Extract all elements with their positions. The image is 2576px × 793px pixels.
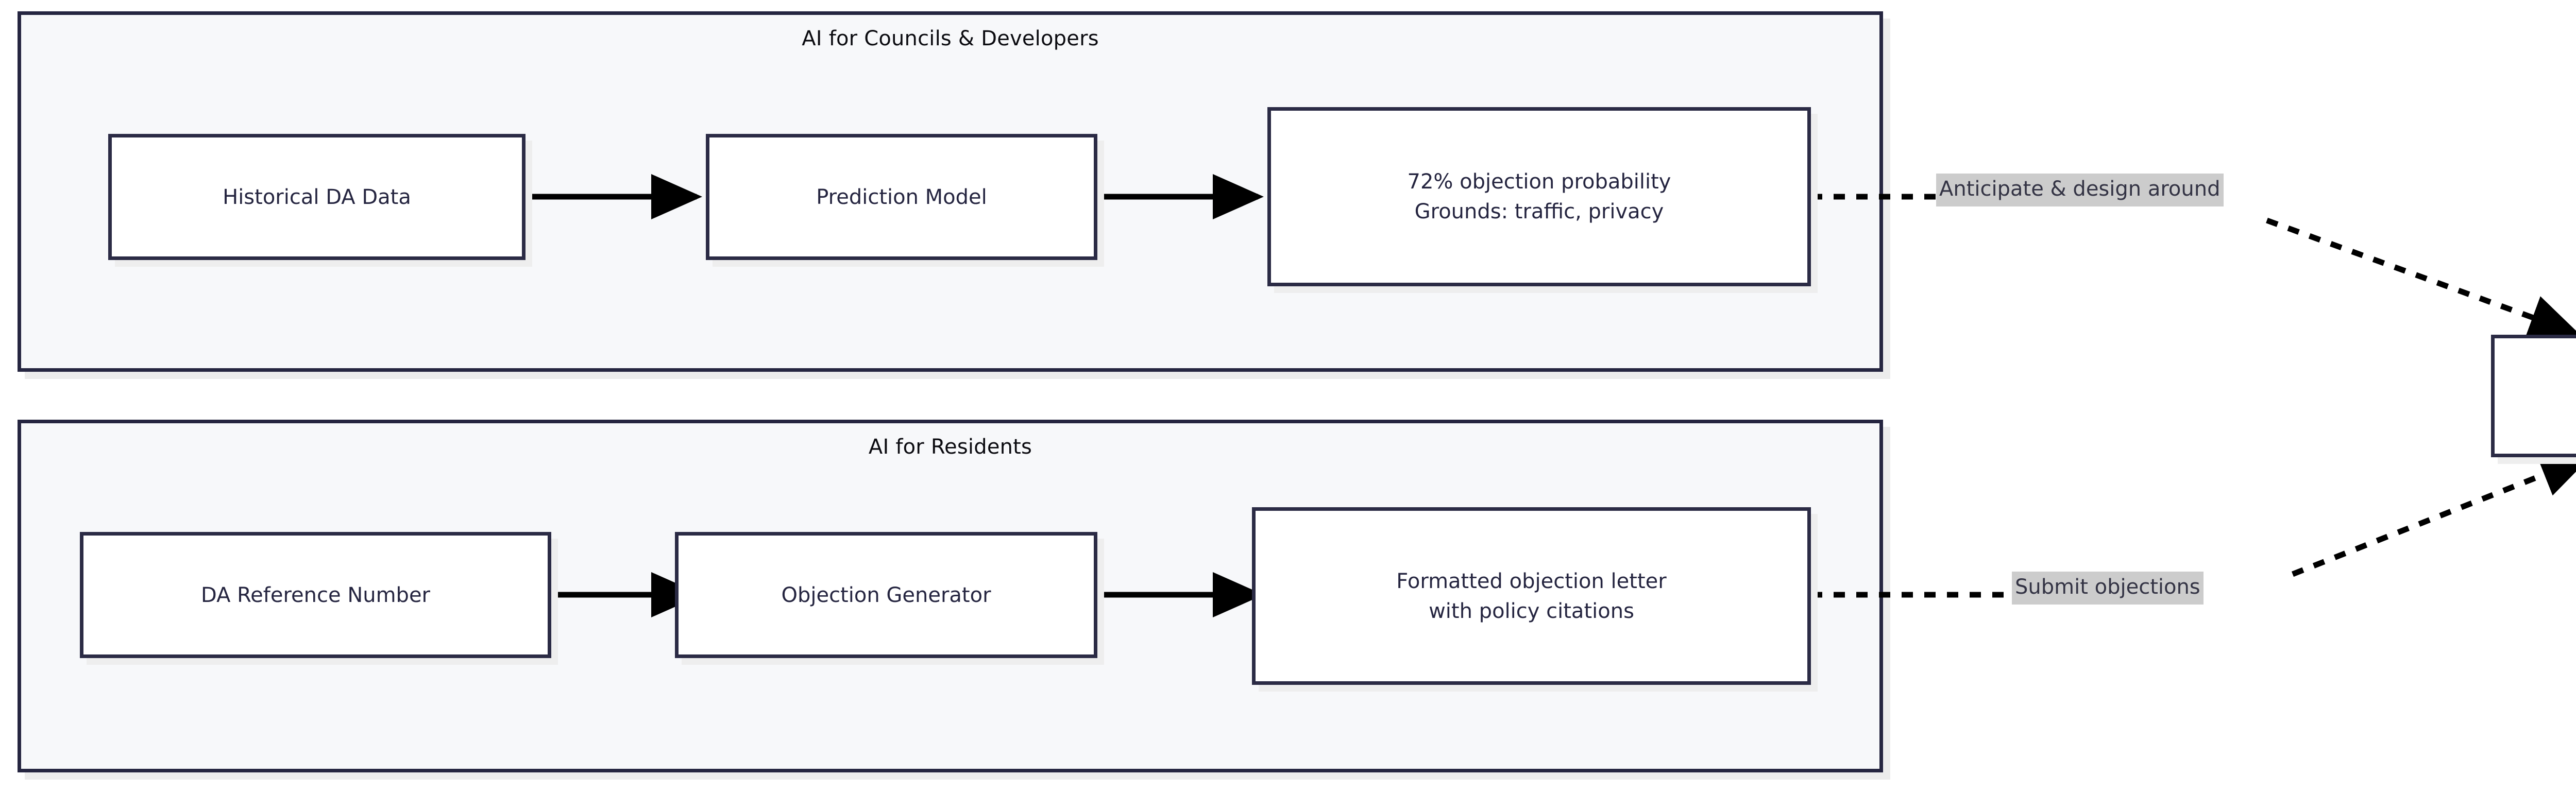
node-objection-letter[interactable]: Formatted objection letter with policy c… — [1252, 507, 1811, 685]
node-label-objection-letter-line2: with policy citations — [1429, 599, 1634, 623]
edge-submit-to-development-application — [2291, 453, 2576, 577]
node-objection-generator[interactable]: Objection Generator — [675, 532, 1097, 658]
edge-label-submit-objections: Submit objections — [2012, 572, 2204, 605]
node-objection-probability[interactable]: 72% objection probability Grounds: traff… — [1267, 107, 1811, 286]
edge-anticipate-to-development-application — [2266, 217, 2576, 339]
node-da-reference-number[interactable]: DA Reference Number — [80, 532, 551, 658]
node-label-objection-letter-line1: Formatted objection letter — [1396, 569, 1667, 593]
node-historical-da-data[interactable]: Historical DA Data — [108, 134, 526, 260]
cluster-title-residents: AI for Residents — [868, 435, 1032, 459]
node-label-objection-probability-line1: 72% objection probability — [1407, 170, 1671, 194]
edge-label-anticipate-design-around: Anticipate & design around — [1936, 174, 2224, 206]
node-label-objection-generator: Objection Generator — [781, 583, 991, 607]
node-label-da-reference-number: DA Reference Number — [201, 583, 430, 607]
node-label-historical-da-data: Historical DA Data — [223, 185, 411, 209]
node-label-prediction-model: Prediction Model — [816, 185, 987, 209]
node-development-application[interactable]: Development Application — [2491, 335, 2576, 457]
cluster-title-councils: AI for Councils & Developers — [802, 27, 1099, 50]
node-prediction-model[interactable]: Prediction Model — [706, 134, 1097, 260]
node-label-objection-probability-line2: Grounds: traffic, privacy — [1414, 200, 1664, 223]
